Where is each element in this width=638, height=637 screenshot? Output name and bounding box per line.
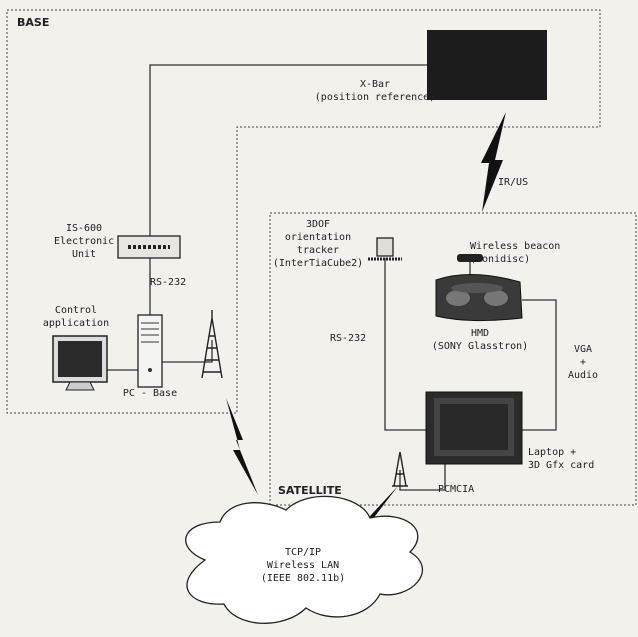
hmd-device: [436, 274, 522, 320]
wlan-label: TCP/IP Wireless LAN (IEEE 802.11b): [248, 546, 358, 585]
tracker-device: [368, 238, 402, 259]
pc-base-tower: [138, 315, 162, 387]
zone-label-base: BASE: [17, 16, 49, 29]
rs232-base-label: RS-232: [150, 276, 200, 289]
hmd-label: HMD (SONY Glasstron): [395, 327, 565, 353]
tracker-label: 3DOF orientation tracker (InterTiaCube2): [268, 218, 368, 270]
laptop-label: Laptop + 3D Gfx card: [528, 446, 618, 472]
is600-unit: [118, 236, 180, 258]
is600-label: IS-600 Electronic Unit: [54, 222, 114, 261]
hmd-to-laptop-line: [522, 300, 556, 430]
ir-us-label: IR/US: [498, 176, 548, 189]
pcmcia-label: PCMCIA: [438, 483, 498, 496]
pc-base-label: PC - Base: [110, 387, 190, 400]
zone-label-satellite: SATELLITE: [278, 484, 342, 497]
wlan-base-link-icon: [226, 398, 258, 495]
laptop-device: [426, 392, 522, 464]
beacon-label: Wireless beacon (Sonidisc): [470, 240, 600, 266]
xbar-label: X-Bar (position reference): [300, 78, 450, 104]
control-application-label: Control application: [28, 304, 124, 330]
rs232-satellite-label: RS-232: [330, 332, 380, 345]
control-monitor: [53, 336, 107, 390]
pc-to-antenna-line: [162, 340, 212, 362]
vga-audio-label: VGA + Audio: [558, 343, 608, 382]
